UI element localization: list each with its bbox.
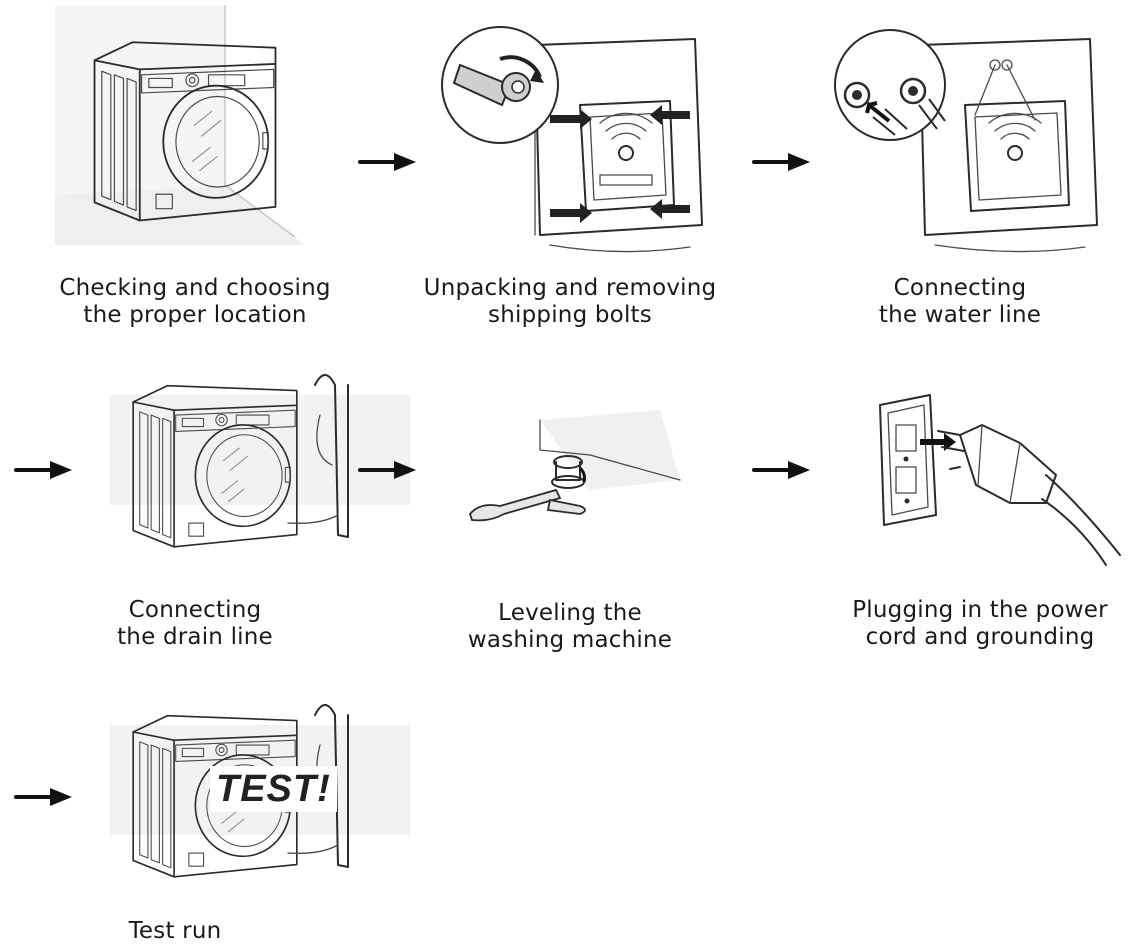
step-location-illustration [55,5,305,245]
arrow-right-icon [358,458,418,486]
step-test-caption: Test run [128,918,222,944]
arrow-right-icon [14,785,74,813]
washing-machine-icon [55,5,305,245]
step-leveling-illustration [460,410,690,540]
outlet-plug-icon [879,394,1121,566]
drain-hose-icon [110,374,410,548]
test-stamp: TEST! [210,766,337,812]
step-water-line-caption: Connecting the water line [878,275,1042,328]
step-leveling-caption: Leveling the washing machine [467,600,673,653]
arrow-right-icon [358,150,418,178]
hose-connector-icon [834,29,1098,253]
arrow-right-icon [14,458,74,486]
arrow-right-icon [752,150,812,178]
wrench-icon [441,26,703,253]
leveling-wrench-icon [468,410,681,522]
step-water-line-illustration [834,25,1105,265]
arrow-right-icon [752,458,812,486]
step-power-illustration [870,394,1125,570]
step-unpacking-illustration [440,25,710,265]
step-drain-line-illustration [110,365,410,565]
step-location-caption: Checking and choosing the proper locatio… [59,275,331,328]
step-unpacking-caption: Unpacking and removing shipping bolts [423,275,717,328]
step-drain-line-caption: Connecting the drain line [117,597,273,650]
step-power-caption: Plugging in the power cord and grounding [852,597,1108,650]
